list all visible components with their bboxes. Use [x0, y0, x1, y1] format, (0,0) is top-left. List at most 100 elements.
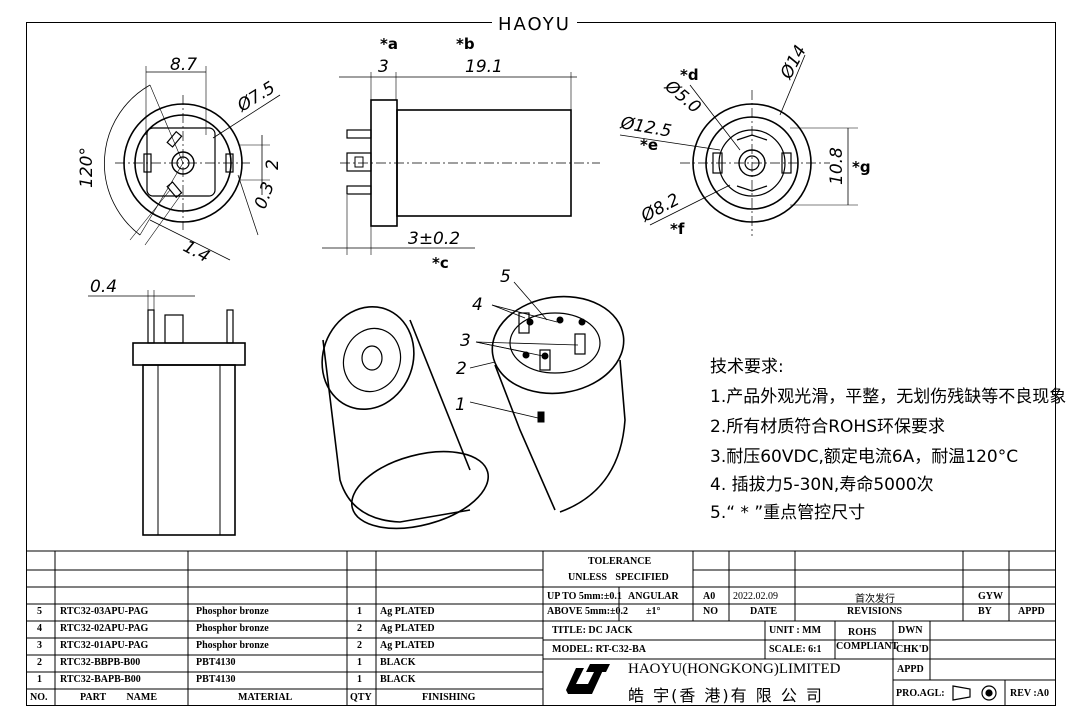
rohs-label: ROHS: [848, 627, 877, 638]
revision-header-by: BY: [978, 606, 992, 617]
dwn-label: DWN: [898, 625, 923, 636]
brand-title: HAOYU: [492, 14, 577, 35]
bom-qty: 1: [357, 657, 362, 668]
bom-material: Phosphor bronze: [196, 606, 269, 617]
note-2: 2.所有材质符合ROHS环保要求: [710, 417, 945, 437]
tolerance-upto: UP TO 5mm:±0.1: [547, 591, 622, 602]
dim-10-8: 10.8: [827, 147, 847, 185]
balloon-labels: 5 4 3 2 1: [455, 267, 511, 415]
revision-label: REV :A0: [1010, 688, 1049, 699]
bom-header-part-name: PART NAME: [80, 692, 157, 703]
drawing-unit: UNIT : MM: [769, 625, 822, 636]
bom-header-material: MATERIAL: [238, 692, 293, 703]
balloon-5: 5: [500, 267, 511, 287]
bom-no: 2: [37, 657, 42, 668]
drawing-model: MODEL: RT-C32-BA: [552, 644, 647, 655]
tolerance-subtitle: UNLESS SPECIFIED: [568, 572, 669, 583]
bom-header-finishing: FINISHING: [422, 692, 476, 703]
bom-qty: 2: [357, 623, 362, 634]
balloon-3: 3: [460, 331, 471, 351]
balloon-2: 2: [456, 359, 467, 379]
bom-finishing: Ag PLATED: [380, 640, 435, 651]
lower-side-dims: 0.4: [90, 277, 117, 297]
revision-by: GYW: [978, 591, 1003, 602]
dim-dia-14: Ø14: [776, 42, 811, 83]
bom-no: 3: [37, 640, 42, 651]
drawing-scale: SCALE: 6:1: [769, 644, 822, 655]
note-3: 3.耐压60VDC,额定电流6A，耐温120°C: [710, 447, 1019, 467]
balloon-1: 1: [455, 395, 466, 415]
bom-no: 4: [37, 623, 42, 634]
projection-symbol-icon: [952, 685, 997, 701]
bom-no: 5: [37, 606, 42, 617]
bom-material: PBT4130: [196, 674, 236, 685]
revision-desc: 首次发行: [855, 594, 895, 605]
note-1: 1.产品外观光滑，平整，无划伤残缺等不良现象: [710, 387, 1067, 407]
bom-part: RTC32-02APU-PAG: [60, 623, 149, 634]
dim-dia-7-5: Ø7.5: [233, 78, 279, 117]
mark-a: *a: [380, 35, 398, 53]
revision-header-appd: APPD: [1018, 606, 1045, 617]
dim-2: 2: [263, 159, 283, 170]
lower-side-view: [88, 290, 246, 536]
tolerance-angular: ANGULAR: [628, 591, 679, 602]
notes-heading: 技术要求:: [710, 357, 784, 377]
mark-e: *e: [640, 136, 658, 154]
appd-label: APPD: [897, 664, 924, 675]
dim-0-4: 0.4: [90, 277, 117, 297]
company-name-cn: 皓 宇(香 港)有 限 公 司: [628, 686, 824, 705]
company-name-en: HAOYU(HONGKONG)LIMITED: [628, 661, 841, 677]
bom-grid: [26, 550, 1056, 706]
revision-header-revisions: REVISIONS: [847, 606, 903, 617]
mark-b: *b: [456, 35, 475, 53]
bom-part: RTC32-BAPB-B00: [60, 674, 141, 685]
dim-3-tol: 3±0.2: [408, 229, 460, 249]
rohs-compliant: COMPLIANT: [836, 641, 899, 652]
bom-qty: 2: [357, 640, 362, 651]
iso-rear-view: [469, 281, 626, 513]
bom-header-qty: QTY: [350, 692, 372, 703]
balloon-4: 4: [472, 295, 483, 315]
tolerance-angle: ±1°: [646, 606, 661, 617]
bom-part: RTC32-BBPB-B00: [60, 657, 141, 668]
bom-header-no: NO.: [30, 692, 48, 703]
mark-c: *c: [432, 254, 449, 272]
revision-date: 2022.02.09: [733, 591, 778, 602]
bom-no: 1: [37, 674, 42, 685]
bom-material: Phosphor bronze: [196, 640, 269, 651]
mark-d: *d: [680, 66, 699, 84]
revision-no: A0: [703, 591, 716, 602]
chkd-label: CHK'D: [896, 644, 929, 655]
dim-0-3: 0.3: [251, 179, 279, 211]
mark-g: *g: [852, 158, 871, 176]
rear-view: [619, 54, 858, 236]
bom-material: Phosphor bronze: [196, 623, 269, 634]
front-view: [104, 66, 281, 261]
mark-f: *f: [670, 220, 685, 238]
projection-label: PRO.AGL:: [896, 688, 945, 699]
note-5: 5.“ * ”重点管控尺寸: [710, 503, 866, 523]
bom-material: PBT4130: [196, 657, 236, 668]
bom-qty: 1: [357, 606, 362, 617]
dim-3: 3: [378, 57, 389, 77]
drawing-title: TITLE: DC JACK: [552, 625, 633, 636]
dim-1-4: 1.4: [180, 237, 213, 267]
bom-part: RTC32-01APU-PAG: [60, 640, 149, 651]
company-logo: [566, 664, 610, 694]
tolerance-above: ABOVE 5mm:±0.2: [547, 606, 629, 617]
side-view-dims: *a *b 3 19.1 3±0.2 *c: [378, 35, 503, 272]
note-4: 4. 插拔力5-30N,寿命5000次: [710, 475, 934, 495]
dim-19-1: 19.1: [465, 57, 503, 77]
dim-120-deg: 120°: [77, 147, 97, 188]
revision-header-date: DATE: [750, 606, 778, 617]
bom-finishing: BLACK: [380, 657, 416, 668]
bom-qty: 1: [357, 674, 362, 685]
bom-finishing: BLACK: [380, 674, 416, 685]
front-view-dims: 8.7 Ø7.5 120° 2 0.3 1.4: [77, 55, 283, 267]
dim-8-7: 8.7: [170, 55, 197, 75]
bom-finishing: Ag PLATED: [380, 623, 435, 634]
revision-header-no: NO: [703, 606, 718, 617]
bom-finishing: Ag PLATED: [380, 606, 435, 617]
